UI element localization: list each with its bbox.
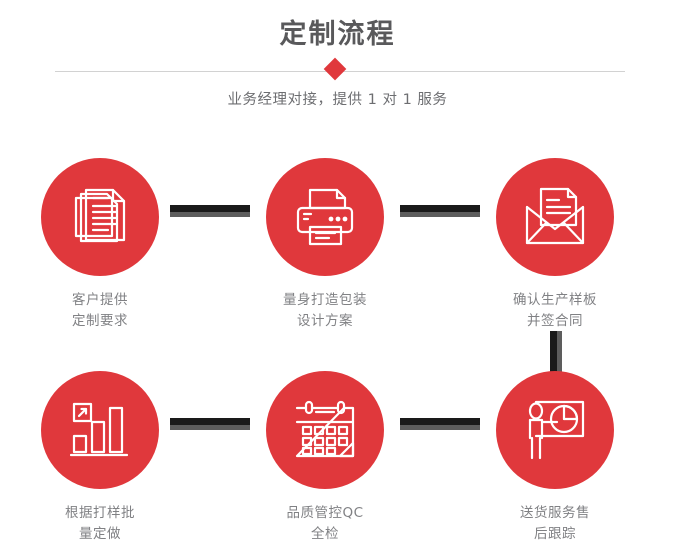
flow-step-1-circle <box>41 158 159 276</box>
connector-shadow <box>170 212 250 217</box>
connector-bar <box>550 331 557 373</box>
connector-step3-step6 <box>550 331 562 373</box>
flow-step-3-label: 确认生产样板 并签合同 <box>513 292 597 329</box>
flow-step-6-label: 送货服务售 后跟踪 <box>520 505 590 542</box>
connector-step5-step6 <box>400 418 480 430</box>
connector-bar <box>170 418 250 425</box>
bar-chart-growth-icon <box>70 400 130 460</box>
connector-step1-step2 <box>170 205 250 217</box>
flow-step-1[interactable]: 客户提供 定制要求 <box>20 158 180 332</box>
diamond-icon <box>323 57 347 81</box>
connector-bar <box>170 205 250 212</box>
flow-step-5[interactable]: 品质管控QC 全检 <box>245 371 405 545</box>
page-header: 定制流程 业务经理对接，提供 1 对 1 服务 <box>0 0 675 125</box>
documents-stack-icon <box>69 186 131 248</box>
flow-step-2-circle <box>266 158 384 276</box>
flow-step-2-label: 量身打造包装 设计方案 <box>283 292 367 329</box>
flow-step-3-circle <box>496 158 614 276</box>
connector-shadow <box>170 425 250 430</box>
connector-step4-step5 <box>170 418 250 430</box>
presenter-pie-chart-icon <box>523 398 587 462</box>
page-subtitle: 业务经理对接，提供 1 对 1 服务 <box>227 92 448 108</box>
flow-step-6-circle <box>496 371 614 489</box>
flow-step-5-circle <box>266 371 384 489</box>
flow-step-4[interactable]: 根据打样批 量定做 <box>20 371 180 545</box>
connector-shadow <box>557 331 562 373</box>
flow-step-5-label: 品质管控QC 全检 <box>286 505 364 542</box>
envelope-document-icon <box>523 187 587 247</box>
flow-step-2[interactable]: 量身打造包装 设计方案 <box>245 158 405 332</box>
flow-step-6[interactable]: 送货服务售 后跟踪 <box>475 371 635 545</box>
flow-step-3[interactable]: 确认生产样板 并签合同 <box>475 158 635 332</box>
flow-step-4-label: 根据打样批 量定做 <box>65 505 135 542</box>
flow-step-1-label: 客户提供 定制要求 <box>72 292 128 329</box>
flow-step-4-circle <box>41 371 159 489</box>
printer-icon <box>293 186 357 248</box>
connector-shadow <box>400 212 480 217</box>
calendar-check-icon <box>294 400 356 460</box>
connector-shadow <box>400 425 480 430</box>
connector-bar <box>400 418 480 425</box>
page-title: 定制流程 <box>279 19 396 50</box>
connector-step2-step3 <box>400 205 480 217</box>
connector-bar <box>400 205 480 212</box>
